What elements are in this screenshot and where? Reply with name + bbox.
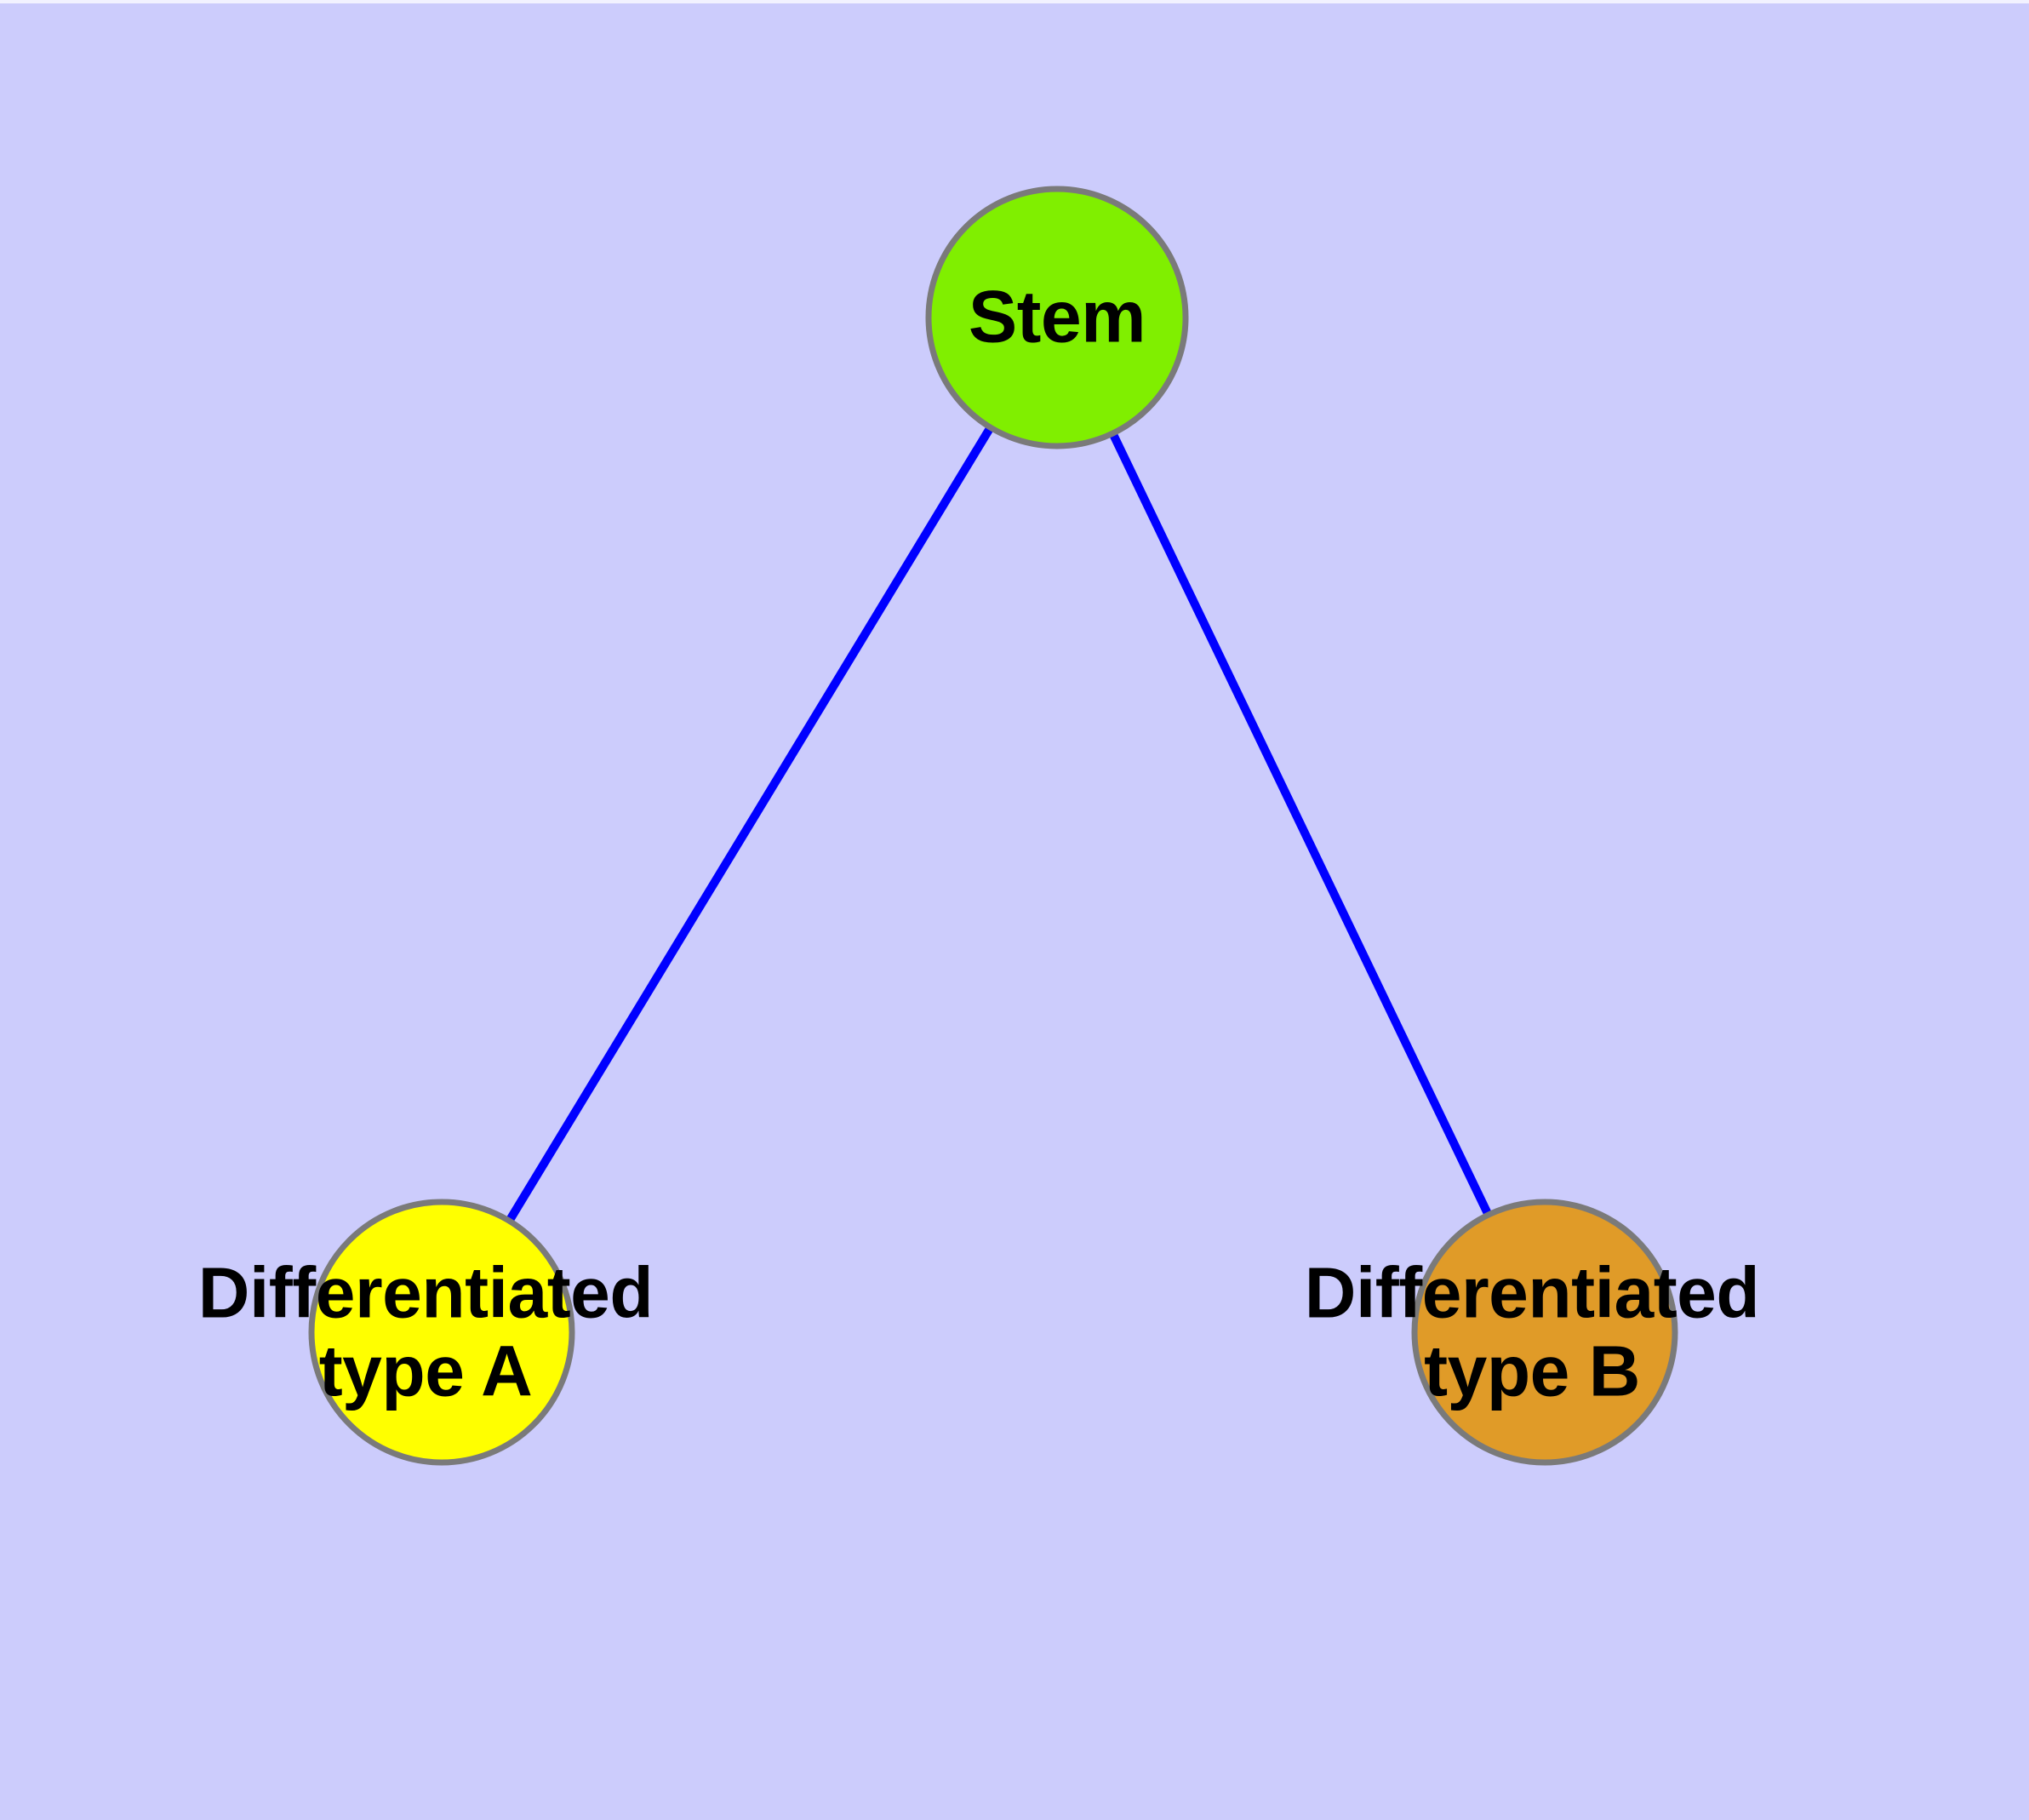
graph-edge[interactable] bbox=[1053, 315, 1549, 1335]
edges-layer bbox=[437, 315, 1549, 1335]
graph-node-diff_a[interactable] bbox=[308, 1199, 575, 1466]
nodes-layer bbox=[308, 186, 1678, 1466]
graph-node-diff_b[interactable] bbox=[1411, 1199, 1678, 1466]
graph-node-stem[interactable] bbox=[925, 186, 1189, 449]
graph-edge[interactable] bbox=[437, 315, 1061, 1335]
canvas-top-edge bbox=[0, 0, 2029, 3]
